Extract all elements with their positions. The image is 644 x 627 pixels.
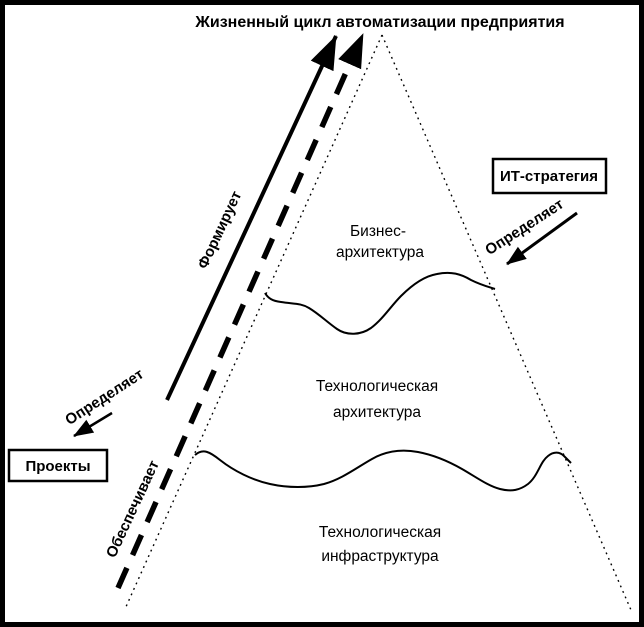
wavy-divider-top — [264, 271, 496, 335]
triangle-right-edge — [381, 34, 632, 611]
forms-arrow — [165, 35, 338, 401]
projects-box — [7, 448, 109, 483]
layer-tech-infra-line2: инфраструктура — [321, 548, 439, 565]
forms-arrow-label: Формирует — [194, 189, 245, 272]
wavy-divider-bottom — [194, 449, 572, 492]
layer-business-line1: Бизнес- — [350, 223, 406, 240]
provides-arrow — [115, 32, 366, 590]
defines-left-arrow — [73, 411, 113, 438]
layer-tech-infra-line1: Технологическая — [319, 524, 441, 541]
defines-right-arrow — [506, 211, 578, 266]
projects-label: Проекты — [25, 458, 90, 475]
triangle-left-edge — [124, 34, 383, 610]
it-strategy-box — [491, 157, 608, 195]
it-strategy-label: ИТ-стратегия — [500, 168, 598, 185]
layer-tech-arch-line2: архитектура — [333, 404, 421, 421]
diagram-title: Жизненный цикл автоматизации предприятия — [194, 14, 564, 31]
defines-left-label: Определяет — [62, 366, 147, 429]
layer-tech-arch-line1: Технологическая — [316, 378, 438, 395]
defines-right-label: Определяет — [482, 196, 567, 259]
layer-business-line2: архитектура — [336, 244, 424, 261]
